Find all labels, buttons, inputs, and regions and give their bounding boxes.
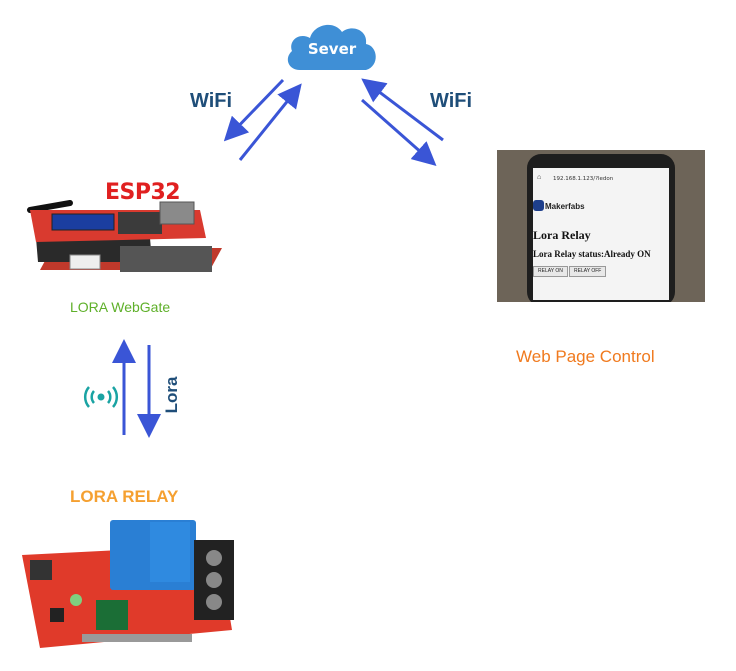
- arrow-server-to-phone: [361, 98, 437, 166]
- relay-on-button[interactable]: RELAY ON: [533, 266, 568, 277]
- cloud-icon: [287, 24, 376, 71]
- server-label: Sever: [307, 40, 357, 58]
- esp32-board-image: [27, 200, 222, 272]
- relay-status-text: Lora Relay status:Already ON: [533, 249, 651, 259]
- browser-url-bar: ⌂ 192.168.1.123/?ledon: [533, 174, 669, 186]
- makerfabs-brand: Makerfabs: [545, 202, 585, 211]
- phone-photo: ⌂ 192.168.1.123/?ledon Makerfabs Lora Re…: [497, 150, 705, 302]
- wireless-signal-icon: [84, 386, 118, 408]
- lora-webgate-caption: LORA WebGate: [70, 299, 171, 315]
- relay-off-button[interactable]: RELAY OFF: [569, 266, 607, 277]
- wifi-label-left: WiFi: [190, 90, 233, 112]
- makerfabs-logo-icon: [533, 200, 544, 211]
- arrow-phone-to-server: [361, 78, 444, 142]
- lora-relay-title: LORA RELAY: [70, 487, 179, 506]
- wifi-label-right: WiFi: [430, 90, 473, 112]
- web-page-control-caption: Web Page Control: [516, 347, 655, 366]
- phone-screen: ⌂ 192.168.1.123/?ledon Makerfabs Lora Re…: [533, 168, 669, 300]
- esp32-title: ESP32: [105, 180, 181, 205]
- lora-relay-board-image: [22, 520, 234, 648]
- home-icon: ⌂: [537, 174, 542, 181]
- lora-link-label: Lora: [162, 376, 181, 414]
- arrow-server-to-esp32: [238, 83, 302, 161]
- relay-page-title: Lora Relay: [533, 228, 591, 242]
- arrow-esp32-to-server: [223, 78, 285, 142]
- url-text: 192.168.1.123/?ledon: [553, 176, 614, 182]
